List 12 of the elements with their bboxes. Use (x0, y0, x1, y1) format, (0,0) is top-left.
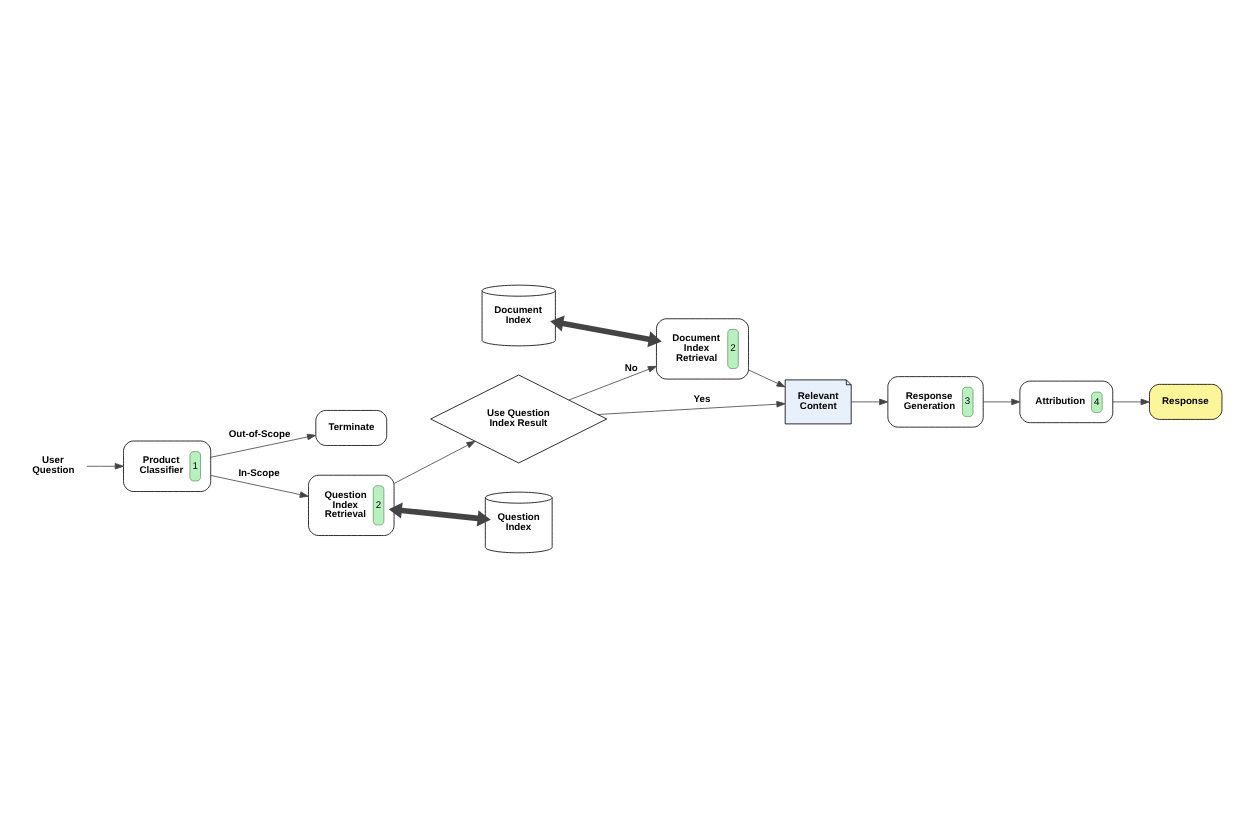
arrow (210, 475, 309, 498)
arrow (748, 369, 786, 388)
arrow (550, 315, 662, 348)
arrow (568, 365, 657, 401)
arrow (210, 433, 316, 458)
arrow (597, 400, 786, 415)
arrow (1112, 398, 1150, 406)
arrow (86, 463, 124, 470)
arrow (850, 398, 889, 406)
arrow (393, 440, 476, 484)
arrow (982, 398, 1021, 406)
arrow (388, 502, 491, 527)
